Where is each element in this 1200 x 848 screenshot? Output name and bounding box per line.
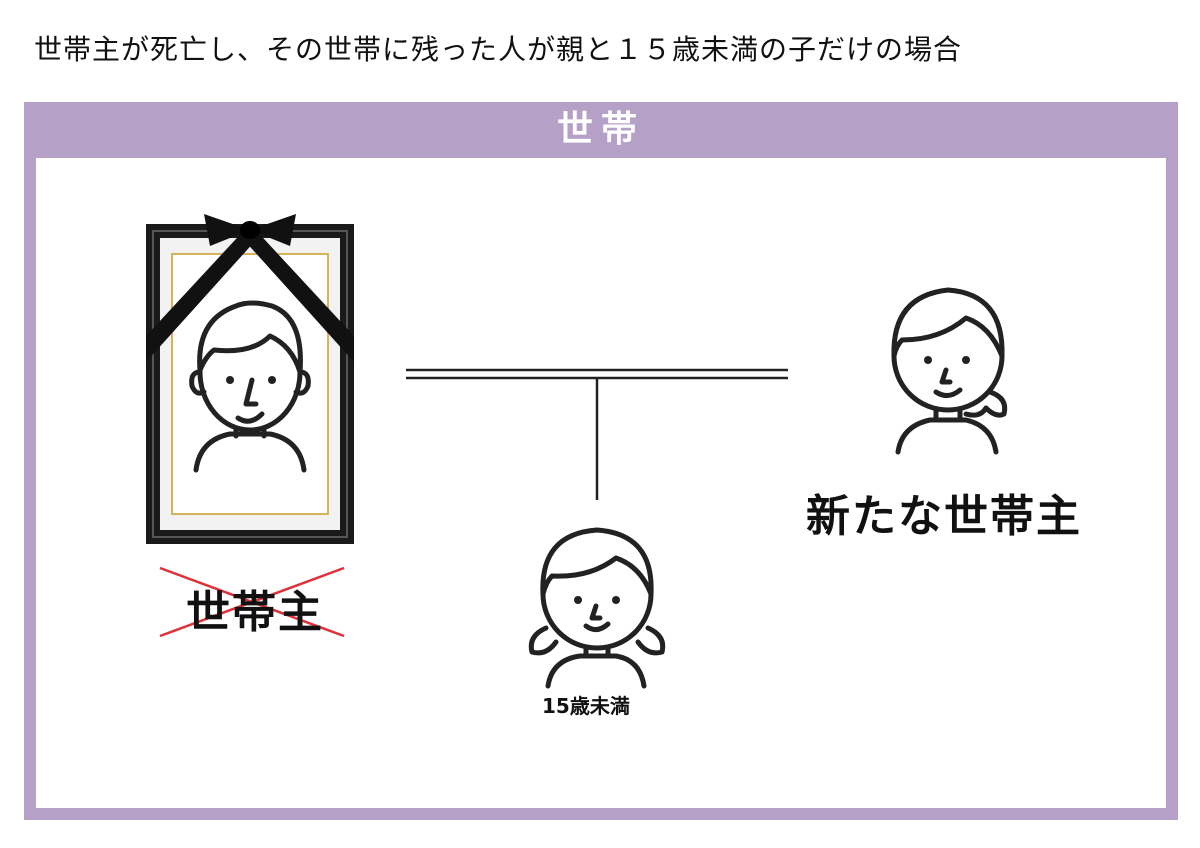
- woman-icon: [891, 287, 1008, 455]
- child-label: 15歳未満: [542, 694, 630, 718]
- household-label: 世帯: [556, 109, 645, 150]
- strike-through-mark: [159, 566, 345, 638]
- mourning-portrait-icon: [146, 214, 354, 544]
- former-head-label: 世帯主: [186, 587, 324, 638]
- girl-icon: [528, 527, 666, 689]
- new-head-label: 新たな世帯主: [806, 491, 1082, 542]
- page-title: 世帯主が死亡し、その世帯に残った人が親と１５歳未満の子だけの場合: [34, 33, 963, 66]
- relationship-lines: [406, 368, 788, 500]
